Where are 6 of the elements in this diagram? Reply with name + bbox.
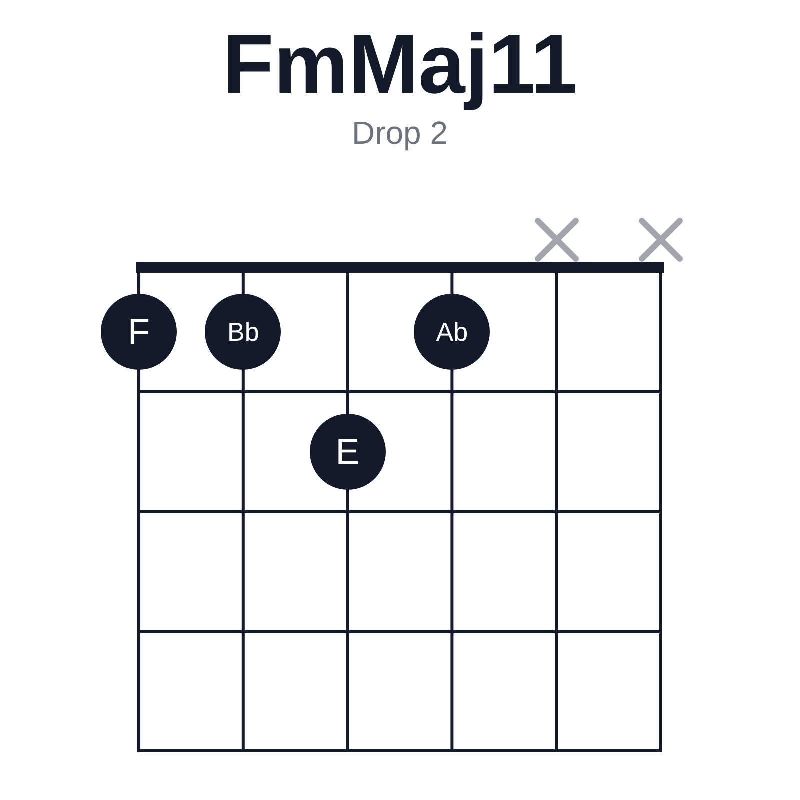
chord-subtitle: Drop 2 [352,114,448,152]
finger-dot: F [101,294,177,370]
finger-dot: Bb [205,294,282,370]
finger-dot: Ab [414,294,490,370]
chord-title: FmMaj11 [222,16,578,113]
finger-dot: E [310,414,386,490]
